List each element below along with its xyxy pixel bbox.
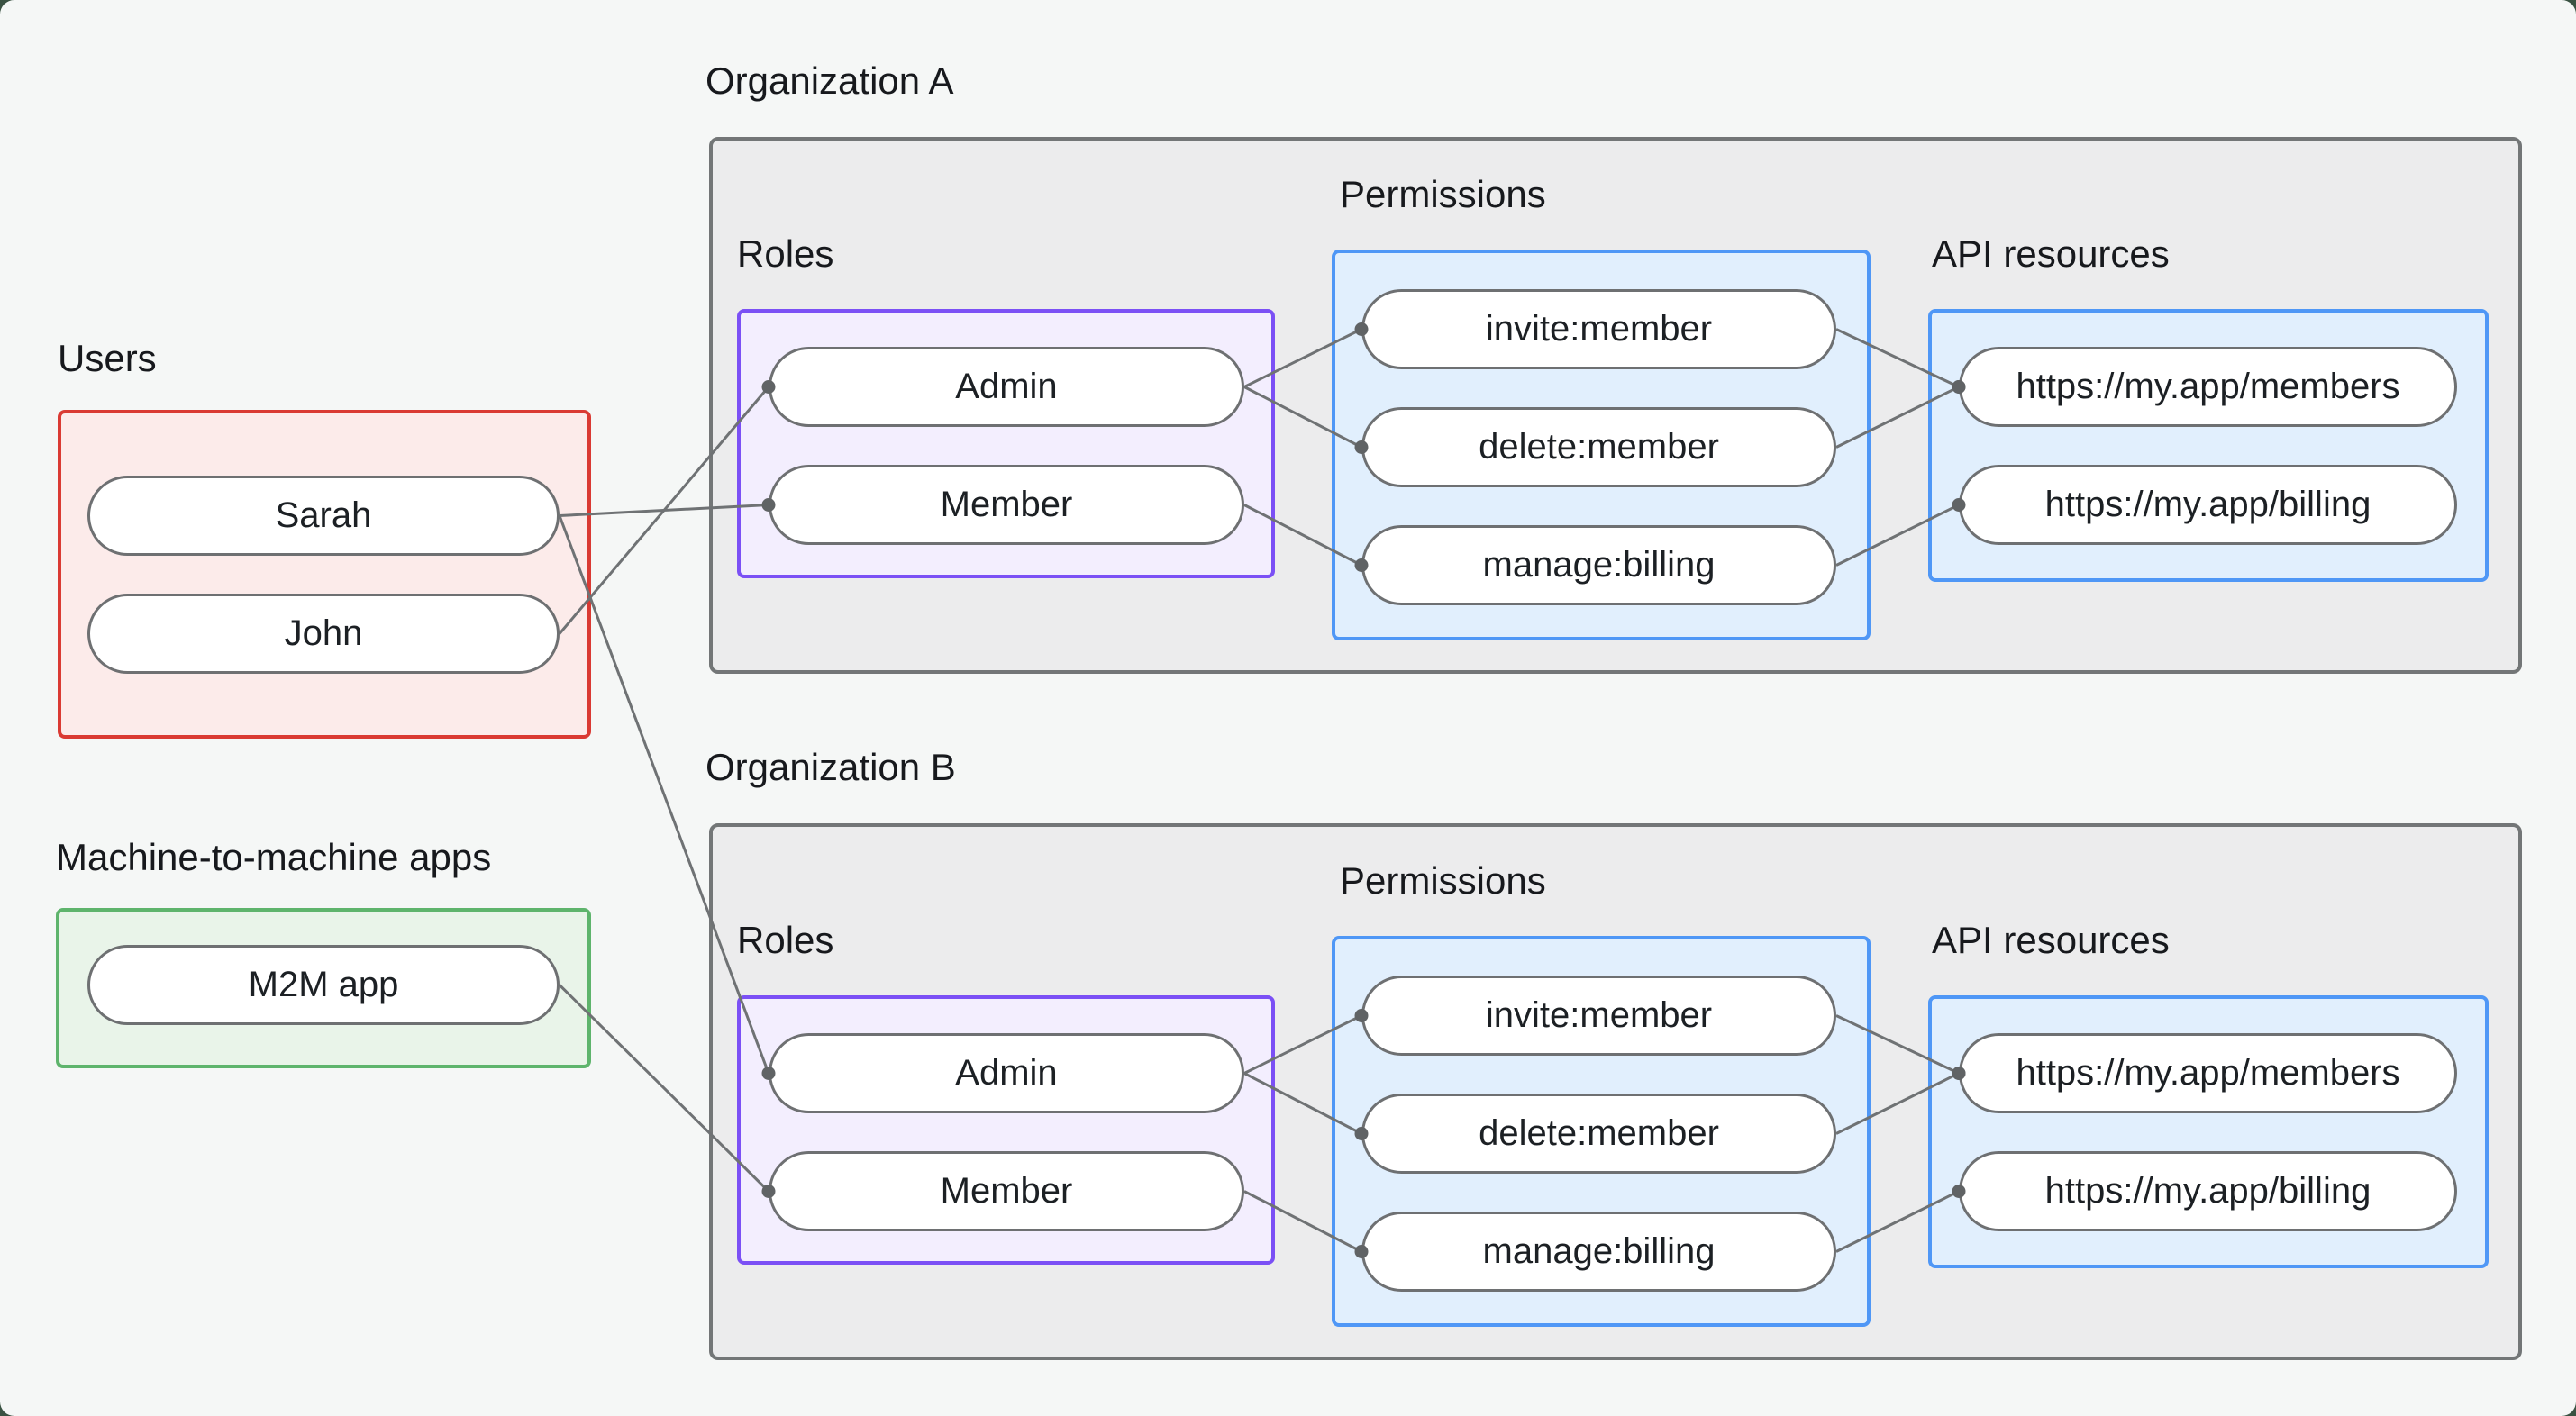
org-a-api-label: API resources: [1932, 232, 2170, 275]
org-b-permissions-label: Permissions: [1340, 859, 1546, 902]
org-b-roles-label: Roles: [737, 919, 834, 961]
org-b-invite-permission-node: invite:member: [1361, 976, 1836, 1056]
org-b-manage-permission-node: manage:billing: [1361, 1212, 1836, 1292]
org-a-permissions-label: Permissions: [1340, 173, 1546, 215]
org-a-title: Organization A: [705, 59, 954, 102]
org-b-delete-permission-node: delete:member: [1361, 1094, 1836, 1174]
org-b-title: Organization B: [705, 746, 956, 788]
org-b-api-label: API resources: [1932, 919, 2170, 961]
sarah-user-node: Sarah: [87, 476, 560, 556]
users-group-label: Users: [58, 337, 157, 379]
org-a-member-role-node: Member: [769, 465, 1244, 545]
users-group-box: [58, 410, 591, 739]
john-user-node: John: [87, 594, 560, 674]
org-a-manage-permission-node: manage:billing: [1361, 525, 1836, 605]
m2m-app-node: M2M app: [87, 945, 560, 1025]
org-a-invite-permission-node: invite:member: [1361, 289, 1836, 369]
org-a-billing-api-node: https://my.app/billing: [1959, 465, 2457, 545]
org-a-roles-label: Roles: [737, 232, 834, 275]
org-a-admin-role-node: Admin: [769, 347, 1244, 427]
m2m-group-label: Machine-to-machine apps: [56, 836, 492, 878]
org-b-members-api-node: https://my.app/members: [1959, 1033, 2457, 1113]
org-b-billing-api-node: https://my.app/billing: [1959, 1151, 2457, 1231]
org-b-admin-role-node: Admin: [769, 1033, 1244, 1113]
org-b-member-role-node: Member: [769, 1151, 1244, 1231]
org-a-delete-permission-node: delete:member: [1361, 407, 1836, 487]
org-a-members-api-node: https://my.app/members: [1959, 347, 2457, 427]
